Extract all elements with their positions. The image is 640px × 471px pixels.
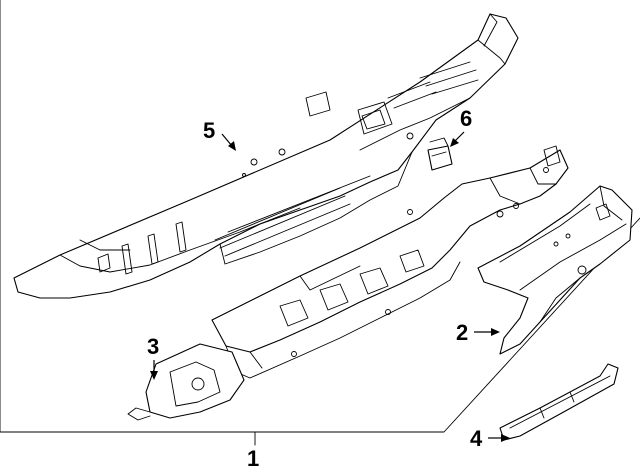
- bumper-face-bar: [13, 13, 519, 299]
- callout-5: 5: [203, 118, 236, 151]
- callout-label-6: 6: [460, 106, 472, 131]
- callout-3: 3: [147, 334, 159, 380]
- assembly-frame: [0, 0, 640, 446]
- callout-1: 1: [247, 446, 259, 471]
- bumper-frame-bracket: [127, 145, 569, 421]
- callout-label-3: 3: [147, 334, 159, 359]
- right-end-cap: [477, 185, 633, 355]
- lower-trim-strip: [499, 363, 619, 441]
- callout-label-5: 5: [203, 118, 215, 143]
- callout-label-2: 2: [456, 320, 468, 345]
- callout-6: 6: [450, 106, 472, 147]
- callout-label-1: 1: [247, 446, 259, 471]
- callout-4: 4: [470, 426, 510, 451]
- small-mount-bracket: [427, 137, 453, 171]
- callout-label-4: 4: [470, 426, 483, 451]
- callout-2: 2: [456, 320, 500, 345]
